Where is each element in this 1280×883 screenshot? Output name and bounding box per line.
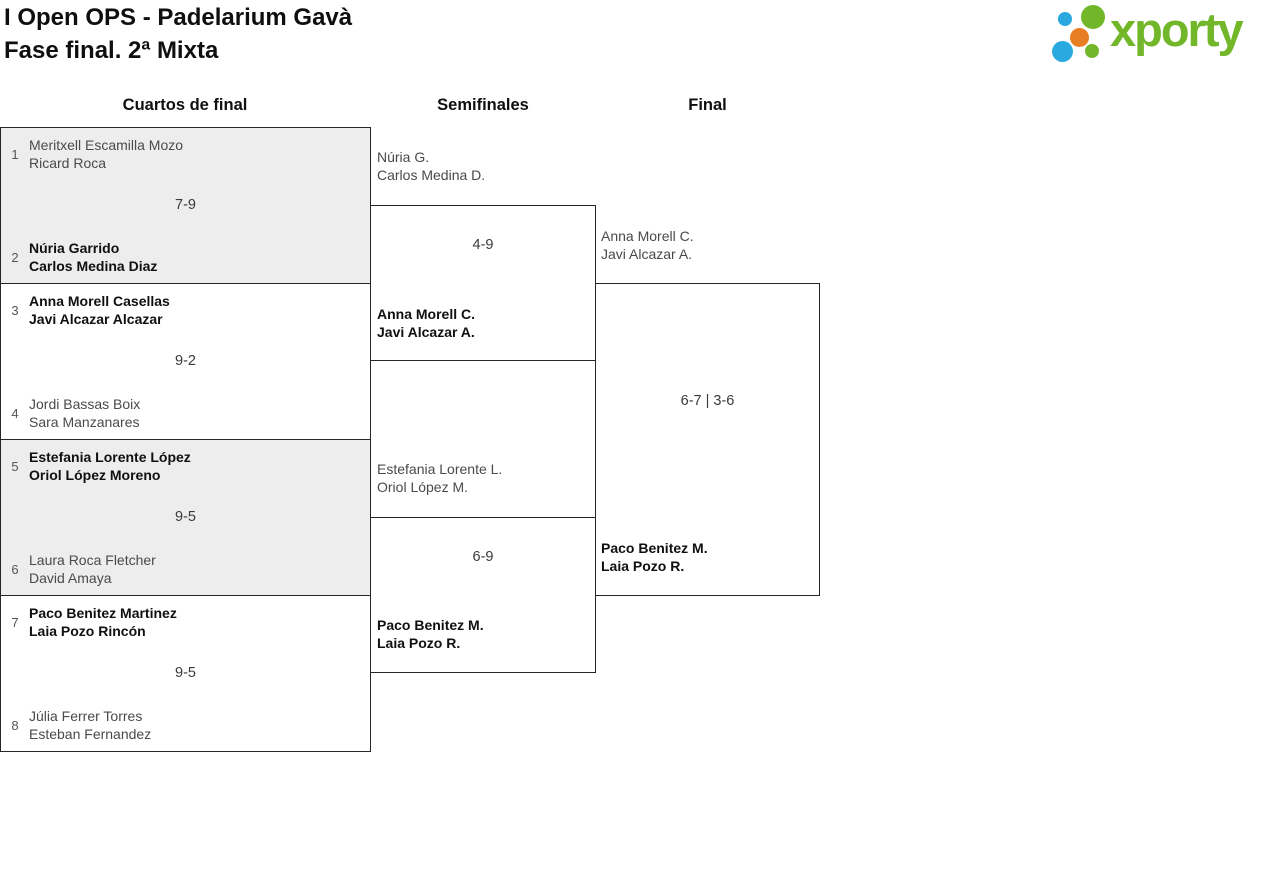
- team-pair-winner: Paco Benitez M. Laia Pozo R.: [601, 539, 708, 575]
- player-name: Jordi Bassas Boix: [29, 396, 141, 412]
- team-pair: Anna Morell C. Javi Alcazar A.: [601, 227, 694, 263]
- team-pair-winner: Anna Morell C. Javi Alcazar A.: [377, 305, 475, 341]
- logo-dot-green-small: [1085, 44, 1099, 58]
- seed-number: 8: [11, 717, 19, 733]
- team-pair: Estefania Lorente L. Oriol López M.: [377, 460, 502, 496]
- seed-number: 7: [11, 614, 19, 630]
- player-name: Javi Alcazar A.: [377, 324, 475, 340]
- match-score: 9-5: [175, 509, 196, 525]
- player-name: Carlos Medina D.: [377, 167, 486, 183]
- player-name: Sara Manzanares: [29, 414, 140, 430]
- team-pair: Núria G. Carlos Medina D.: [377, 148, 485, 184]
- player-name: Núria G.: [377, 149, 430, 165]
- match-score: 6-7 | 3-6: [680, 393, 735, 409]
- logo-dot-green-large: [1081, 5, 1105, 29]
- player-name: Júlia Ferrer Torres: [29, 708, 143, 724]
- player-name: Anna Morell C.: [601, 228, 694, 244]
- logo-dot-orange: [1070, 28, 1089, 47]
- player-name: Laia Pozo R.: [601, 558, 685, 574]
- player-name: Paco Benitez M.: [601, 540, 708, 556]
- player-name: Paco Benitez Martinez: [29, 605, 177, 621]
- xporty-logo[interactable]: xporty: [1050, 3, 1278, 68]
- player-name: David Amaya: [29, 570, 112, 586]
- seed-number: 5: [11, 458, 19, 474]
- player-name: Laia Pozo Rincón: [29, 623, 146, 639]
- player-name: Esteban Fernandez: [29, 726, 152, 742]
- logo-wordmark: xporty: [1110, 3, 1244, 56]
- player-name: Estefania Lorente López: [29, 449, 191, 465]
- player-name: Meritxell Escamilla Mozo: [29, 137, 184, 153]
- player-name: Javi Alcazar A.: [601, 246, 693, 262]
- player-name: Núria Garrido: [29, 240, 120, 256]
- player-name: Laura Roca Fletcher: [29, 552, 156, 568]
- tournament-name: I Open OPS - Padelarium Gavà: [4, 4, 353, 31]
- seed-number: 2: [11, 249, 19, 265]
- player-name: Oriol López M.: [377, 479, 469, 495]
- round-header-quarterfinals: Cuartos de final: [122, 96, 248, 114]
- page-title: I Open OPS - Padelarium Gavà Fase final.…: [4, 1, 352, 67]
- player-name: Paco Benitez M.: [377, 617, 484, 633]
- match-score: 6-9: [472, 549, 494, 565]
- logo-dot-blue-small: [1058, 12, 1072, 26]
- player-name: Estefania Lorente L.: [377, 461, 503, 477]
- phase-category: Fase final. 2ª Mixta: [4, 37, 219, 64]
- player-name: Laia Pozo R.: [377, 635, 461, 651]
- round-header-final: Final: [688, 96, 727, 114]
- player-name: Ricard Roca: [29, 155, 107, 171]
- seed-number: 6: [11, 561, 19, 577]
- player-name: Carlos Medina Diaz: [29, 258, 158, 274]
- team-pair-winner: Paco Benitez M. Laia Pozo R.: [377, 616, 484, 652]
- match-score: 4-9: [472, 237, 494, 253]
- player-name: Javi Alcazar Alcazar: [29, 311, 163, 327]
- round-header-semifinals: Semifinales: [437, 96, 529, 114]
- player-name: Oriol López Moreno: [29, 467, 161, 483]
- seed-number: 1: [11, 146, 19, 162]
- match-score: 7-9: [175, 197, 196, 213]
- seed-number: 4: [11, 405, 19, 421]
- match-score: 9-5: [175, 665, 196, 681]
- match-box-final[interactable]: [595, 283, 820, 596]
- seed-number: 3: [11, 302, 19, 318]
- player-name: Anna Morell C.: [377, 306, 476, 322]
- match-score: 9-2: [175, 353, 196, 369]
- player-name: Anna Morell Casellas: [29, 293, 170, 309]
- logo-dot-blue-large: [1052, 41, 1073, 62]
